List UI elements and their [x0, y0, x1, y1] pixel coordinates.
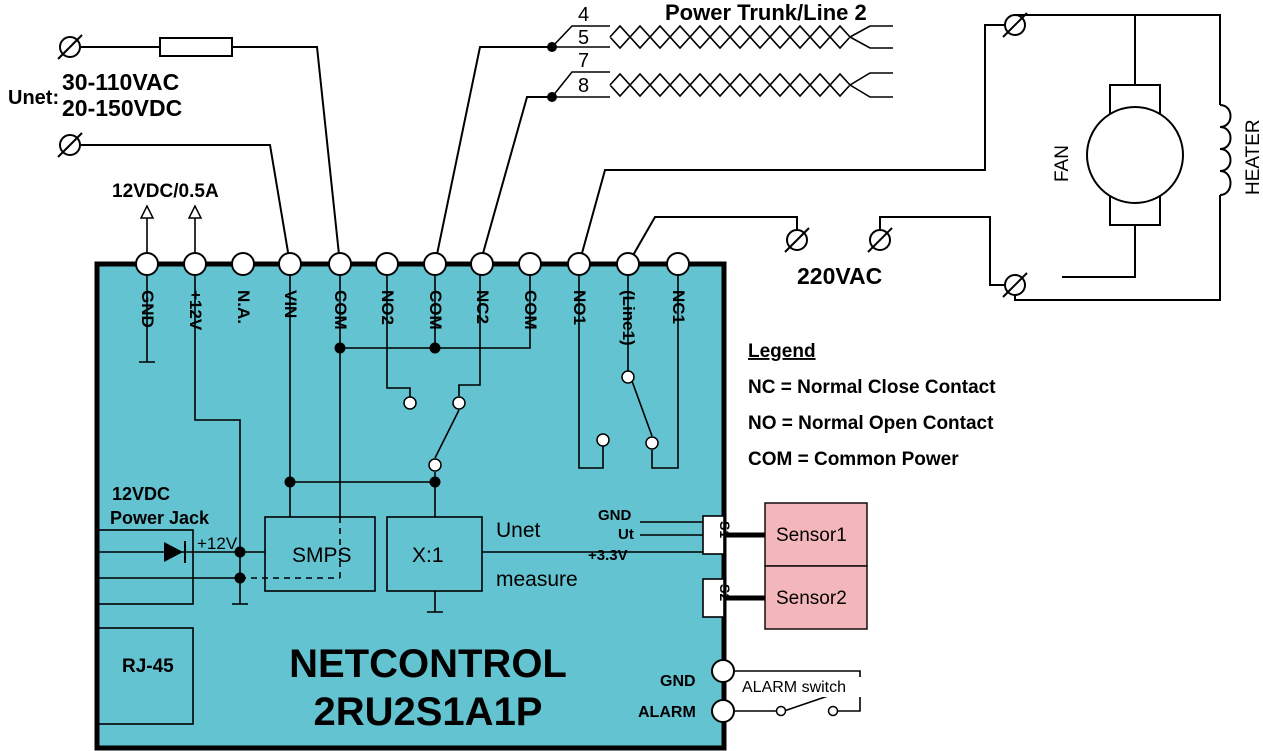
terminal-label-line1: (Line1) [619, 290, 638, 346]
legend-title: Legend [748, 341, 816, 362]
trunk-pin-8: 8 [578, 75, 589, 97]
alarm-gnd-label: GND [660, 673, 696, 690]
power-jack-label-1: 12VDC [112, 484, 170, 504]
terminal-no1[interactable] [567, 252, 591, 276]
rj45-label: RJ-45 [122, 656, 174, 677]
unet-measure-line1: Unet [496, 519, 541, 542]
sensor-connectors [640, 502, 868, 630]
terminal-label-com-2: COM [426, 290, 445, 330]
sensor2-box [764, 565, 868, 630]
terminal-line1[interactable] [616, 252, 640, 276]
sensor-port-s1: S1 [717, 521, 733, 538]
unet-measure-line2: measure [496, 568, 578, 591]
trunk-pin-4: 4 [578, 4, 589, 26]
terminal-alarm-gnd[interactable] [711, 659, 735, 683]
terminal-com-3[interactable] [518, 252, 542, 276]
mains-label: 220VAC [797, 263, 882, 289]
terminal-nc2[interactable] [470, 252, 494, 276]
device-model: 2RU2S1A1P [313, 690, 542, 734]
sensor1-box [764, 502, 868, 567]
terminal-na[interactable] [231, 252, 255, 276]
sensor-ut-label: Ut [618, 526, 634, 543]
netcontrol-board [94, 261, 727, 751]
rj45-box [96, 627, 194, 725]
terminal-12v[interactable] [183, 252, 207, 276]
trunk-title: Power Trunk/Line 2 [665, 0, 867, 25]
trunk-pin-5: 5 [578, 27, 589, 49]
supply-ac-range: 30-110VAC [62, 69, 179, 95]
terminal-gnd[interactable] [135, 252, 159, 276]
mains-wiring [578, 12, 1232, 301]
trunk-pin-7: 7 [578, 50, 589, 72]
terminal-label-nc2: NC2 [473, 290, 492, 324]
alarm-circuit [734, 670, 861, 717]
alarm-label: ALARM [638, 704, 696, 721]
divider-label: X:1 [412, 544, 444, 567]
terminal-label-com-1: COM [331, 290, 350, 330]
device-name: NETCONTROL [289, 642, 567, 686]
legend-item-no: NO = Normal Open Contact [748, 413, 994, 434]
power-jack-label-2: Power Jack [110, 508, 210, 528]
terminal-vin[interactable] [278, 252, 302, 276]
sensor1-label: Sensor1 [776, 525, 847, 546]
smps-block [264, 516, 376, 592]
fuse [159, 37, 233, 57]
terminal-label-com-3: COM [521, 290, 540, 330]
terminal-label-no2: NO2 [378, 290, 397, 325]
legend-item-com: COM = Common Power [748, 449, 959, 470]
alarm-switch-label: ALARM switch [742, 679, 846, 696]
power-jack [96, 529, 340, 605]
smps-label: SMPS [292, 544, 352, 567]
sensor-port-s2: S2 [717, 584, 733, 601]
sensor-gnd-label: GND [598, 507, 632, 524]
power-jack-voltage: +12V [197, 534, 238, 553]
legend-item-nc: NC = Normal Close Contact [748, 377, 996, 398]
terminal-label-gnd: GND [138, 290, 157, 328]
terminal-label-na: N.A. [234, 290, 253, 324]
terminal-label-vin: VIN [281, 290, 300, 318]
terminal-label-12v: +12V [186, 290, 205, 331]
terminal-row[interactable] [135, 252, 690, 276]
terminal-alarm[interactable] [711, 699, 735, 723]
sensor2-label: Sensor2 [776, 588, 847, 609]
terminal-label-no1: NO1 [570, 290, 589, 325]
heater-label: HEATER [1243, 119, 1263, 195]
sensor-33v-label: +3.3V [588, 547, 628, 564]
unet-label: Unet: [8, 87, 59, 109]
supply-dc-range: 20-150VDC [62, 95, 182, 121]
terminal-nc1[interactable] [666, 252, 690, 276]
terminal-no2[interactable] [375, 252, 399, 276]
terminal-com-2[interactable] [423, 252, 447, 276]
terminal-com-1[interactable] [328, 252, 352, 276]
heater-coil-icon [1219, 104, 1232, 196]
terminal-label-nc1: NC1 [669, 290, 688, 324]
output-label: 12VDC/0.5A [112, 181, 219, 202]
internal-wiring [139, 264, 679, 605]
power-trunk [434, 24, 893, 265]
supply-wiring [57, 34, 341, 265]
fan-label: FAN [1052, 145, 1073, 182]
fan-icon [1086, 106, 1184, 204]
